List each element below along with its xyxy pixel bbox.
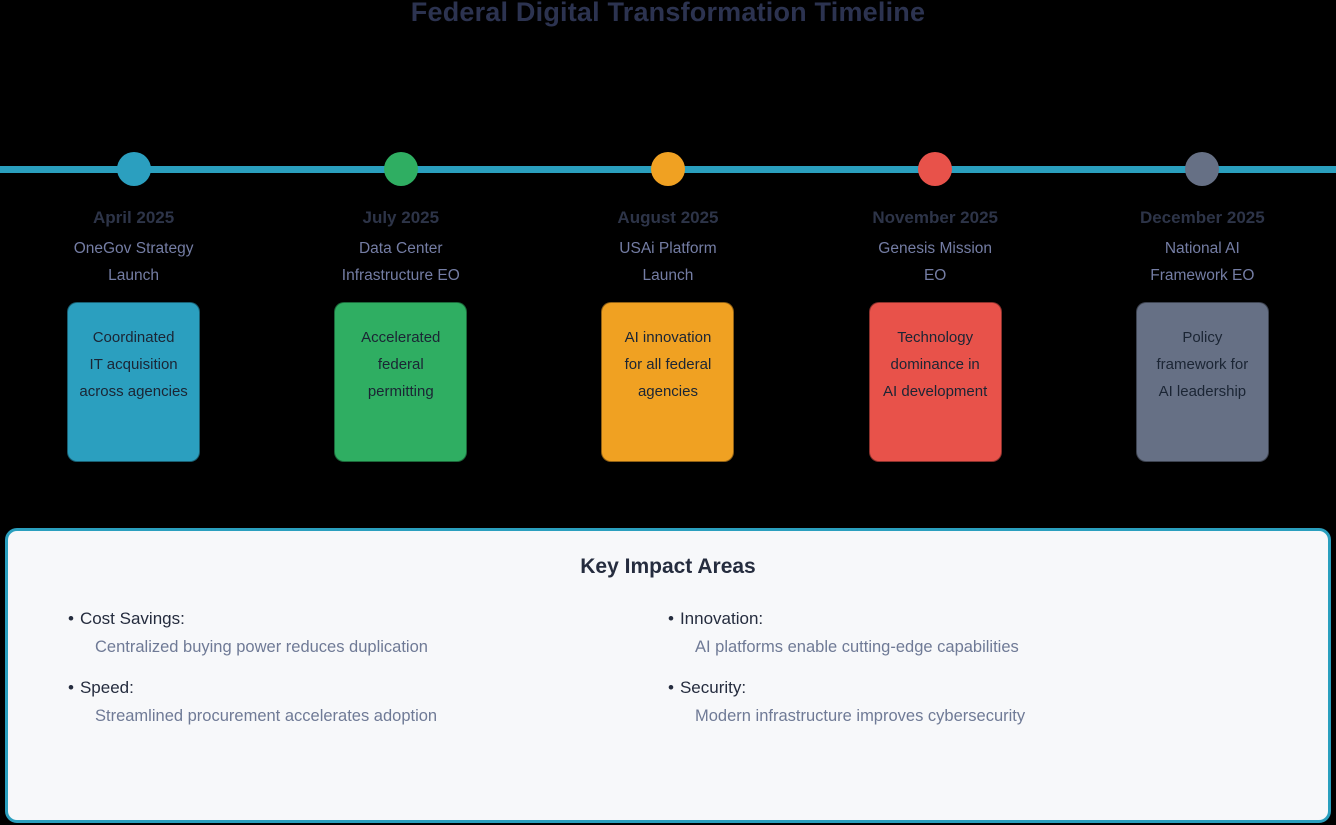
page-title: Federal Digital Transformation Timeline xyxy=(410,0,926,27)
milestone-date: December 2025 xyxy=(1139,208,1265,227)
milestone-description: AI innovation for all federal agencies xyxy=(624,329,712,400)
impact-item-label: Security: xyxy=(679,678,747,697)
impact-item-description: Streamlined procurement accelerates adop… xyxy=(95,707,438,725)
impact-item-description: Modern infrastructure improves cybersecu… xyxy=(695,707,1026,725)
milestone-description: Accelerated federal permitting xyxy=(361,329,441,400)
impact-item-label: Innovation: xyxy=(679,609,764,628)
milestone-title: Data Center Infrastructure EO xyxy=(341,240,460,284)
milestone-card: Accelerated federal permitting xyxy=(334,302,468,462)
impact-item: • Innovation: AI platforms enable cutting… xyxy=(668,608,1268,657)
milestone-date: November 2025 xyxy=(872,208,998,227)
milestone: July 2025 Data Center Infrastructure EO … xyxy=(267,0,534,462)
milestone: August 2025 USAi Platform Launch AI inno… xyxy=(534,0,801,462)
milestone-card: Coordinated IT acquisition across agenci… xyxy=(67,302,201,462)
milestone-card: Policy framework for AI leadership xyxy=(1135,302,1269,462)
milestone-title: National AI Framework EO xyxy=(1150,240,1255,284)
bullet-icon: • xyxy=(668,678,674,697)
milestone: December 2025 National AI Framework EO P… xyxy=(1069,0,1336,462)
impact-item-label: Speed: xyxy=(79,678,134,697)
milestone-dot-icon xyxy=(650,152,685,186)
impact-item-description: Centralized buying power reduces duplica… xyxy=(95,638,428,656)
milestone-row: April 2025 OneGov Strategy Launch Coordi… xyxy=(0,0,1336,462)
impact-grid: • Cost Savings: Centralized buying power … xyxy=(68,608,1328,726)
milestone-dot-icon xyxy=(383,152,418,186)
impact-item: • Speed: Streamlined procurement accelera… xyxy=(68,677,668,726)
milestone-title: OneGov Strategy Launch xyxy=(73,240,194,284)
impact-item-label-row: • Security: xyxy=(668,677,1268,698)
milestone-card: Technology dominance in AI development xyxy=(868,302,1002,462)
milestone-dot-icon xyxy=(1185,152,1220,186)
milestone-date: July 2025 xyxy=(362,208,440,227)
impact-panel: Key Impact Areas • Cost Savings: Centrali… xyxy=(5,528,1331,823)
impact-item-label-row: • Speed: xyxy=(68,677,668,698)
impact-item-label: Cost Savings: xyxy=(79,609,185,628)
impact-column: • Cost Savings: Centralized buying power … xyxy=(68,608,668,726)
impact-column: • Innovation: AI platforms enable cutting… xyxy=(668,608,1268,726)
impact-item: • Cost Savings: Centralized buying power … xyxy=(68,608,668,657)
milestone-date: April 2025 xyxy=(92,208,175,227)
milestone-date: August 2025 xyxy=(617,208,719,227)
milestone-description: Technology dominance in AI development xyxy=(883,329,988,400)
milestone-title: USAi Platform Launch xyxy=(619,240,717,284)
impact-item: • Security: Modern infrastructure improve… xyxy=(668,677,1268,726)
bullet-icon: • xyxy=(668,609,674,628)
milestone-card: AI innovation for all federal agencies xyxy=(601,302,735,462)
impact-item-label-row: • Cost Savings: xyxy=(68,608,668,629)
milestone-description: Coordinated IT acquisition across agenci… xyxy=(79,329,188,400)
milestone-dot-icon xyxy=(116,152,151,186)
impact-item-label-row: • Innovation: xyxy=(668,608,1268,629)
impact-item-description: AI platforms enable cutting-edge capabil… xyxy=(695,638,1019,656)
milestone: November 2025 Genesis Mission EO Technol… xyxy=(802,0,1069,462)
milestone-title: Genesis Mission EO xyxy=(878,240,993,284)
impact-panel-title: Key Impact Areas xyxy=(580,555,756,578)
milestone-description: Policy framework for AI leadership xyxy=(1156,329,1249,400)
milestone-dot-icon xyxy=(918,152,953,186)
bullet-icon: • xyxy=(68,609,74,628)
milestone: April 2025 OneGov Strategy Launch Coordi… xyxy=(0,0,267,462)
bullet-icon: • xyxy=(68,678,74,697)
